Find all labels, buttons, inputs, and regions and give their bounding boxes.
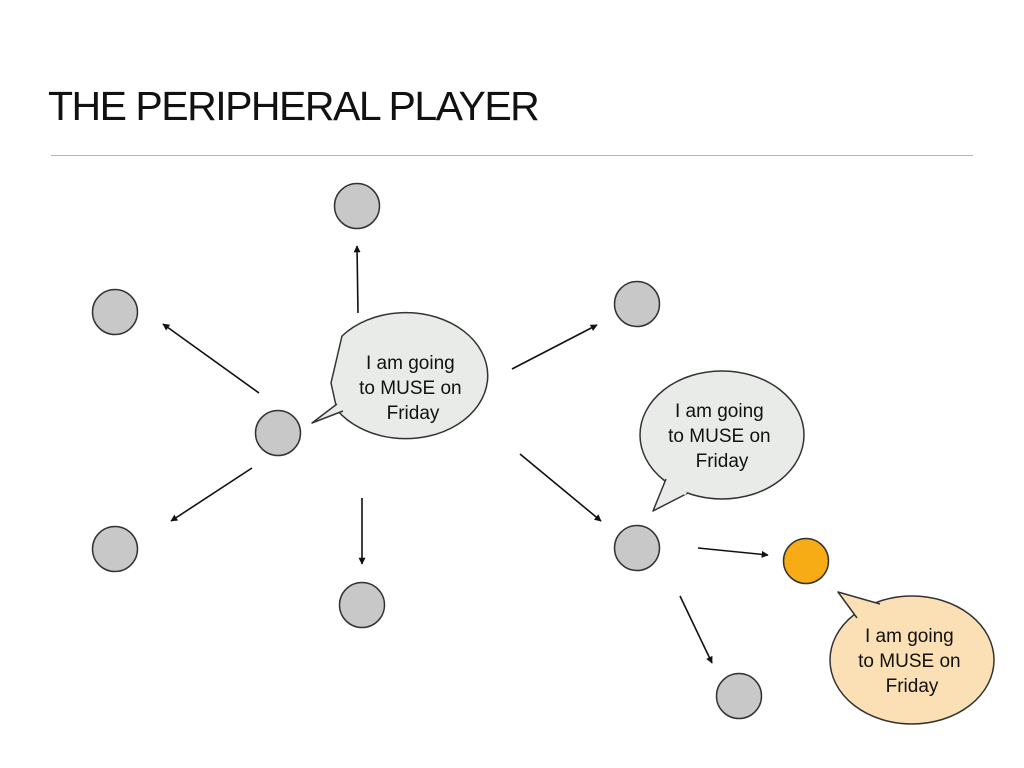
node-lower-right	[715, 672, 763, 720]
bubble-center-line-2: to MUSE on	[359, 378, 461, 399]
arrow-center-to-lower-left	[170, 467, 253, 522]
relay-arrows	[679, 547, 769, 664]
speech-bubble-center: I am going to MUSE on Friday	[311, 311, 489, 440]
node-lower-left	[91, 525, 139, 573]
node-top	[333, 182, 381, 230]
node-center	[254, 409, 302, 457]
arrow-relay-to-bottom	[679, 595, 713, 664]
node-upper-left	[91, 288, 139, 336]
title-divider	[51, 155, 973, 156]
bubble-shape-peripheral	[829, 595, 995, 725]
arrow-center-to-relay	[519, 453, 602, 522]
speech-bubble-relay: I am going to MUSE on Friday	[639, 370, 805, 512]
node-upper-right	[613, 280, 661, 328]
bubble-shape-relay	[639, 370, 805, 500]
slide-title: THE PERIPHERAL PLAYER	[48, 83, 540, 129]
arrow-center-to-top	[353, 245, 361, 314]
bubble-shape-center	[330, 311, 489, 440]
bubble-peripheral-line-2: to MUSE on	[858, 651, 960, 672]
arrow-center-to-upper-left	[162, 323, 260, 394]
bubble-peripheral-line-3: Friday	[886, 676, 939, 697]
center-arrows	[162, 245, 602, 565]
svg-text:I am going to MUSE on: I am going to MUSE on Friday	[858, 626, 966, 697]
arrow-relay-to-peripheral	[697, 547, 769, 558]
arrow-center-to-upper-right	[511, 324, 598, 370]
nodes	[91, 182, 830, 720]
bubble-relay-line-2: to MUSE on	[668, 426, 770, 447]
node-bottom	[338, 581, 386, 629]
node-peripheral-player	[782, 537, 830, 585]
speech-bubble-peripheral: I am going to MUSE on Friday	[829, 591, 995, 725]
bubble-center-line-3: Friday	[387, 403, 440, 424]
node-relay	[613, 524, 661, 572]
bubble-peripheral-line-1: I am going	[865, 626, 954, 647]
bubble-relay-line-3: Friday	[696, 451, 749, 472]
bubble-relay-line-1: I am going	[675, 401, 764, 422]
bubble-center-line-1: I am going	[366, 353, 455, 374]
svg-text:I am going to MUSE on: I am going to MUSE on Friday	[668, 401, 776, 472]
svg-text:I am going to MUSE on: I am going to MUSE on Friday	[359, 353, 467, 424]
